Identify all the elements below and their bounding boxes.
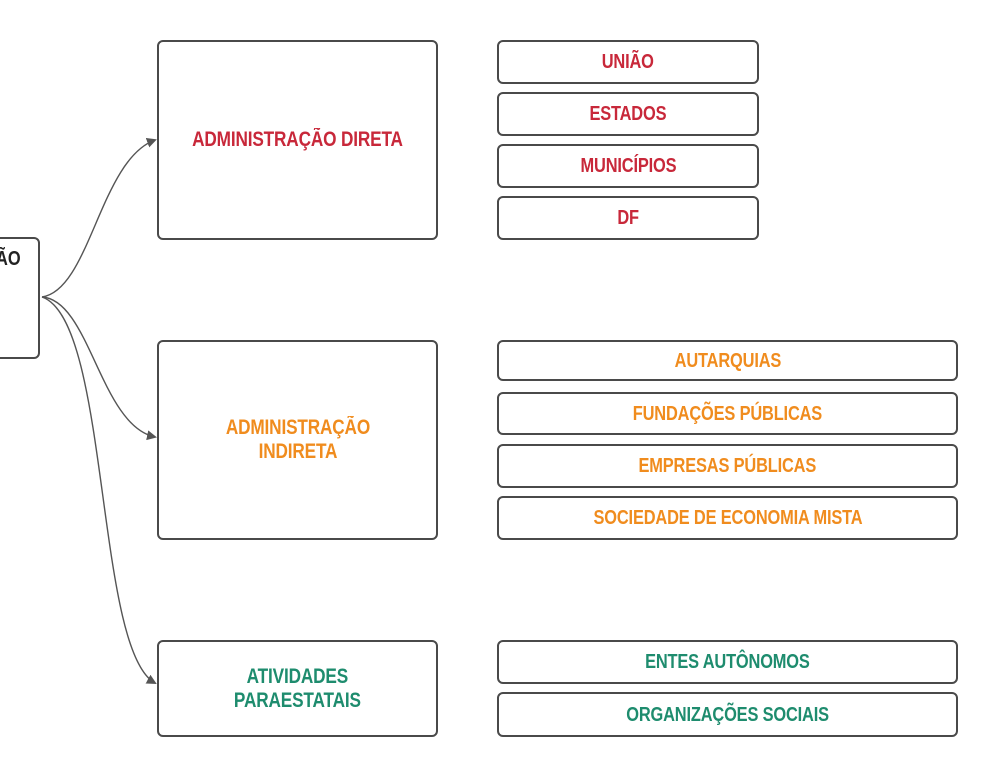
item-label: MUNICÍPIOS xyxy=(580,155,676,177)
item-label: EMPRESAS PÚBLICAS xyxy=(638,455,817,477)
arrow-to-indireta xyxy=(41,296,157,441)
item-estados: ESTADOS xyxy=(497,92,759,136)
item-df: DF xyxy=(497,196,759,240)
item-label: ORGANIZAÇÕES SOCIAIS xyxy=(626,703,829,726)
category-title-direta: ADMINISTRAÇÃO DIRETA xyxy=(192,128,403,151)
item-label: DF xyxy=(617,207,639,229)
arrow-to-paraestatais xyxy=(41,296,157,684)
item-autarquias: AUTARQUIAS xyxy=(497,340,958,381)
item-sociedade-economia-mista: SOCIEDADE DE ECONOMIA MISTA xyxy=(497,496,958,540)
item-label: SOCIEDADE DE ECONOMIA MISTA xyxy=(593,507,862,529)
category-atividades-paraestatais: ATIVIDADES PARAESTATAIS xyxy=(157,640,438,737)
item-municipios: MUNICÍPIOS xyxy=(497,144,759,188)
category-title-paraestatais: ATIVIDADES PARAESTATAIS xyxy=(234,664,361,712)
item-label: ESTADOS xyxy=(589,103,667,125)
item-organizacoes-sociais: ORGANIZAÇÕES SOCIAIS xyxy=(497,692,958,737)
item-entes-autonomos: ENTES AUTÔNOMOS xyxy=(497,640,958,684)
item-empresas-publicas: EMPRESAS PÚBLICAS xyxy=(497,444,958,488)
item-uniao: UNIÃO xyxy=(497,40,759,84)
item-label: UNIÃO xyxy=(601,51,655,73)
item-label: FUNDAÇÕES PÚBLICAS xyxy=(632,402,823,425)
category-administracao-direta: ADMINISTRAÇÃO DIRETA xyxy=(157,40,438,240)
category-administracao-indireta: ADMINISTRAÇÃO INDIRETA xyxy=(157,340,438,540)
category-title-indireta: ADMINISTRAÇÃO INDIRETA xyxy=(225,416,370,463)
item-label: ENTES AUTÔNOMOS xyxy=(645,651,810,673)
item-label: AUTARQUIAS xyxy=(674,349,781,372)
root-node-label: ÃO xyxy=(0,248,21,270)
item-fundacoes-publicas: FUNDAÇÕES PÚBLICAS xyxy=(497,392,958,435)
arrow-to-direta xyxy=(41,138,157,298)
root-node xyxy=(0,237,40,359)
